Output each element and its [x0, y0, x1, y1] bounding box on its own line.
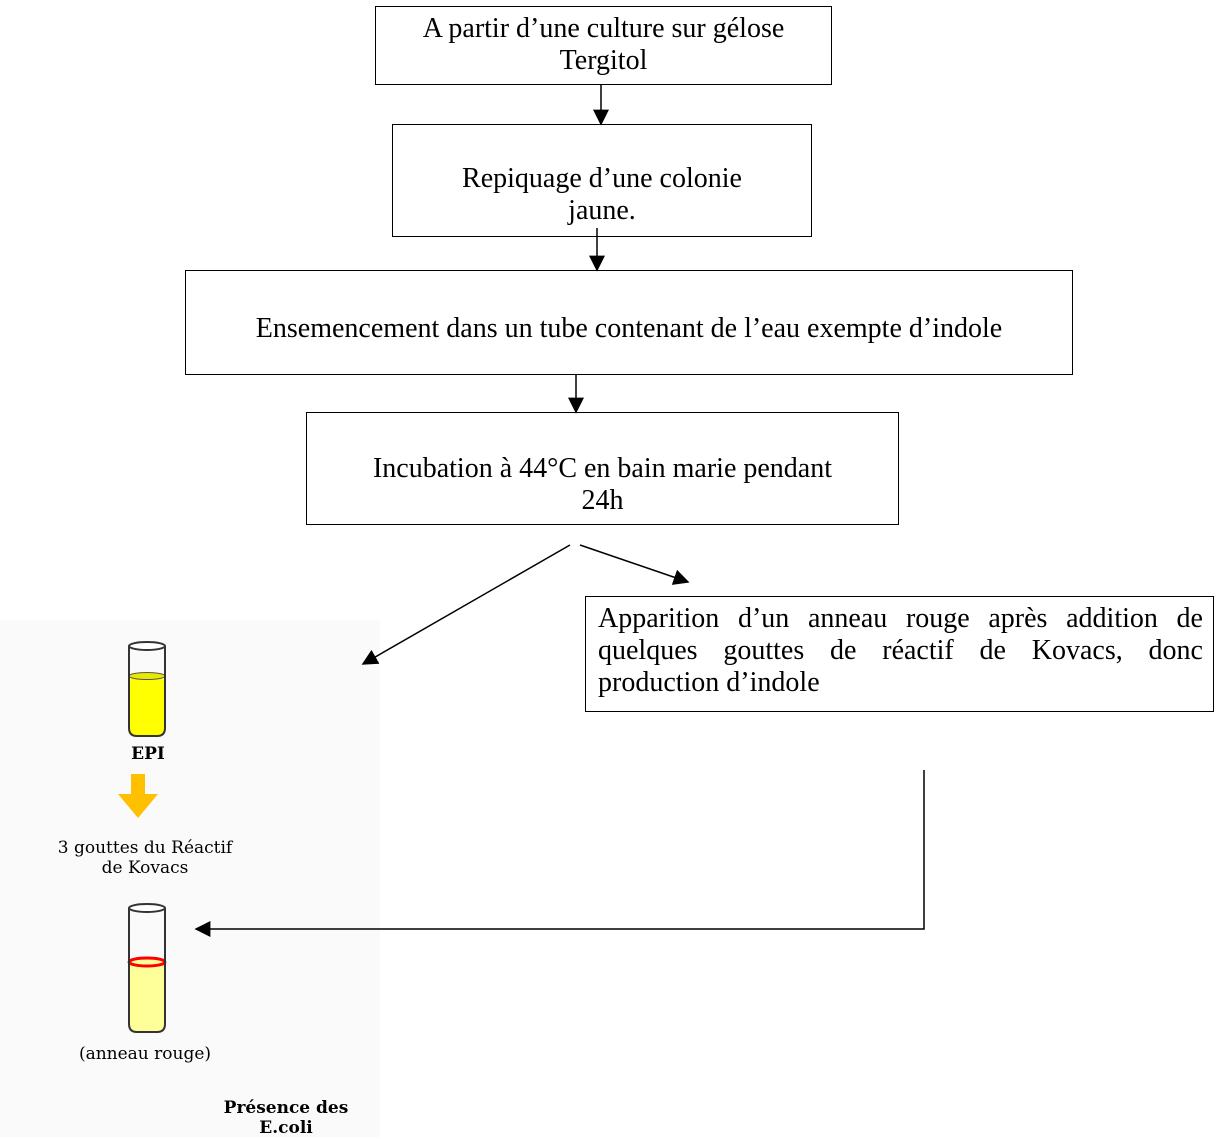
step-ensemencement-line1: Ensemencement dans un tube contenant de … — [255, 313, 1003, 344]
epi-test-tube — [128, 641, 166, 737]
ecoli-presence-label: Présence des E.coli — [196, 1098, 376, 1139]
step-repiquage-box: Repiquage d’une colonie jaune. — [392, 124, 812, 237]
step-repiquage-line1: Repiquage d’une colonie — [462, 163, 742, 194]
yellow-down-arrow-shape — [118, 774, 158, 818]
step-incubation-box: Incubation à 44°C en bain marie pendant … — [306, 412, 899, 525]
kovacs-medium — [129, 958, 165, 1032]
arrow-result-to-red-ring-tube — [194, 770, 925, 937]
step-repiquage-line2: jaune. — [568, 195, 636, 227]
kovacs-reagent-line2: de Kovacs — [101, 858, 189, 879]
step-incubation-line2: 24h — [581, 485, 624, 517]
step-culture-line1: A partir d’une culture sur gélose — [422, 13, 785, 44]
kovacs-reagent-label: 3 gouttes du Réactif de Kovacs — [20, 838, 270, 879]
kovacs-tube-outline — [128, 908, 166, 1033]
red-ring-label: (anneau rouge) — [78, 1044, 212, 1064]
step-incubation-line1: Incubation à 44°C en bain marie pendant — [372, 453, 833, 484]
epi-label: EPI — [131, 744, 165, 764]
kovacs-test-tube — [127, 903, 167, 1033]
result-text: Apparition d’un anneau rouge après addit… — [598, 603, 1203, 699]
step-ensemencement-box: Ensemencement dans un tube contenant de … — [185, 270, 1073, 375]
arrow-incubation-to-figure — [361, 544, 571, 665]
epi-tube-rim — [128, 641, 166, 651]
test-illustration-panel — [0, 620, 380, 1137]
arrow-incubation-to-result — [579, 544, 690, 585]
yellow-down-arrow-icon — [118, 774, 158, 818]
kovacs-tube-rim — [128, 903, 166, 913]
step-culture-line2: Tergitol — [559, 45, 648, 77]
step-culture-box: A partir d’une culture sur gélose Tergit… — [375, 6, 832, 85]
kovacs-reagent-line1: 3 gouttes du Réactif — [57, 838, 233, 858]
ecoli-presence-line2: E.coli — [259, 1118, 313, 1139]
epi-medium-surface — [128, 672, 166, 680]
epi-medium — [129, 676, 165, 736]
epi-tube-outline — [128, 646, 166, 737]
ecoli-presence-line1: Présence des — [223, 1098, 349, 1118]
result-box: Apparition d’un anneau rouge après addit… — [585, 596, 1214, 712]
